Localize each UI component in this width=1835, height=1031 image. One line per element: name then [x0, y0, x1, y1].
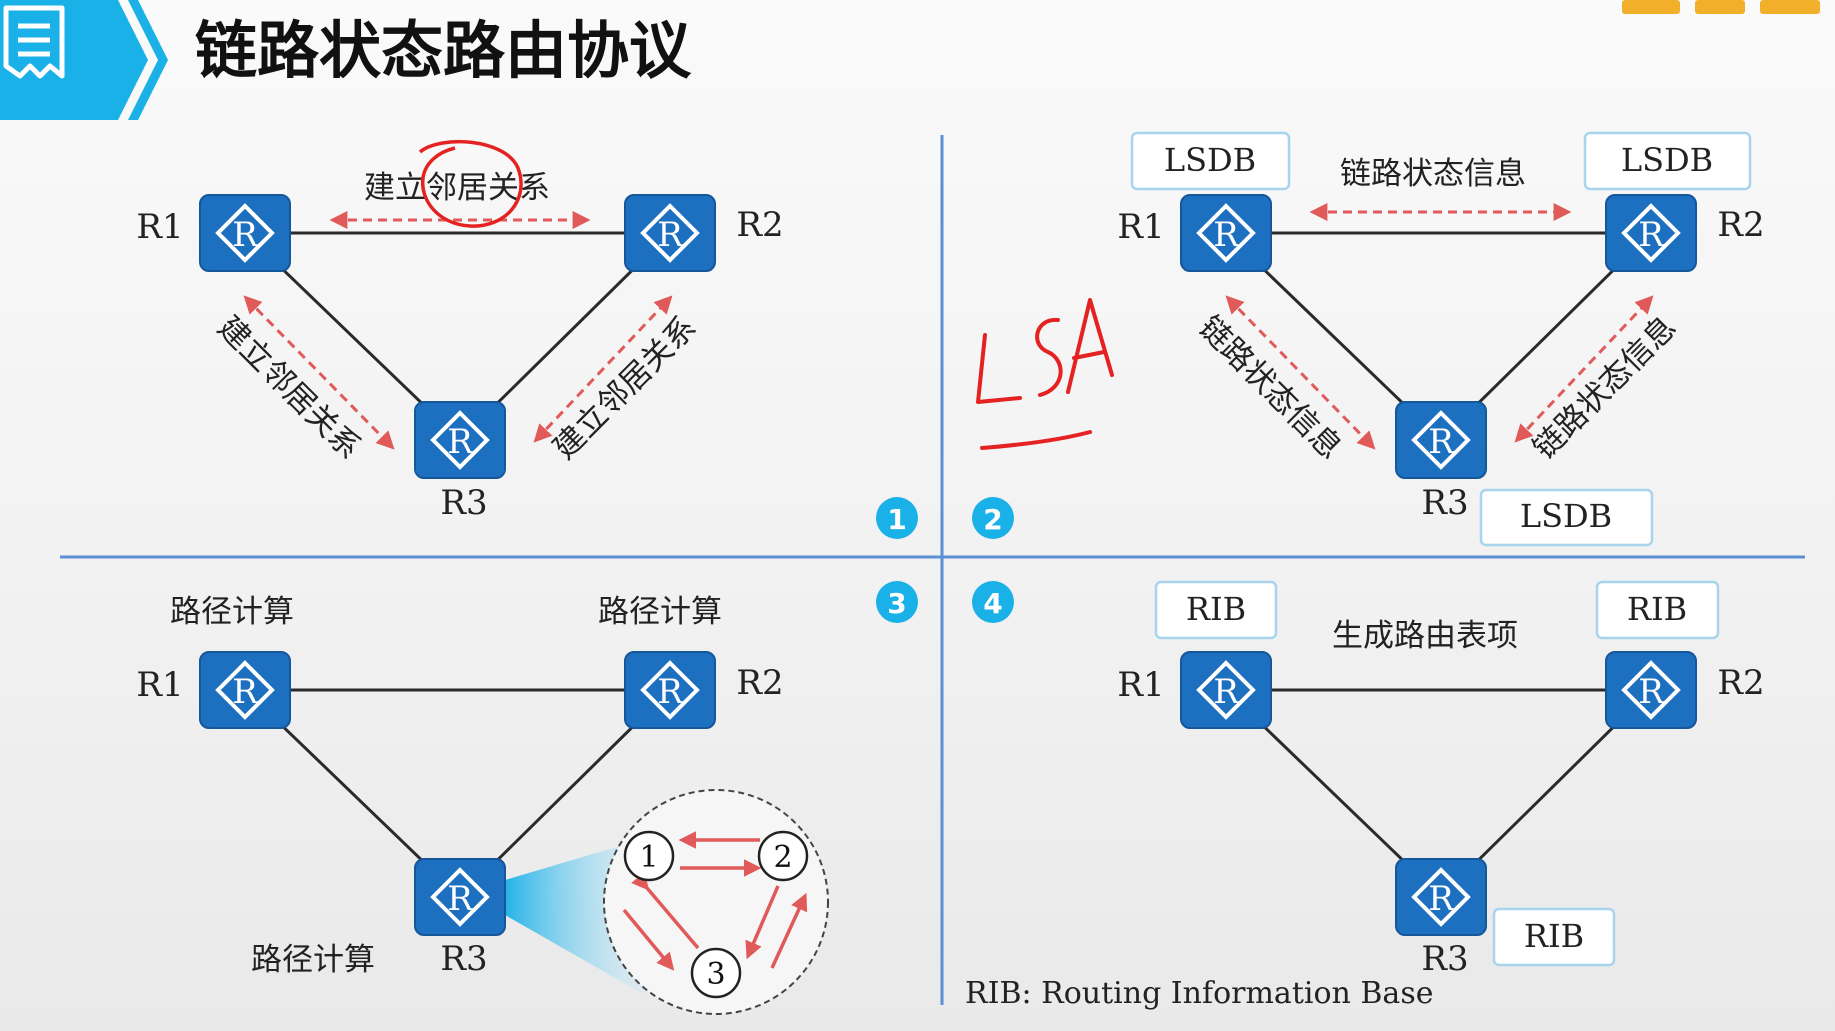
router-r1: R: [1179, 650, 1273, 730]
document-list-icon: [3, 5, 65, 79]
path-calc-label-r2: 路径计算: [598, 594, 722, 630]
lsa-arrow-r2-r3: [1514, 295, 1654, 443]
step-badge-3: 3: [876, 581, 918, 623]
svg-text:R: R: [1213, 672, 1240, 712]
link-state-info-left: 链路状态信息: [1192, 309, 1349, 466]
router-label-r2: R2: [1717, 205, 1764, 245]
path-calc-label-r1: 路径计算: [170, 594, 294, 630]
router-label-r1: R1: [136, 665, 183, 705]
svg-text:R: R: [1428, 422, 1455, 462]
svg-text:3: 3: [706, 957, 725, 992]
svg-text:R: R: [1428, 879, 1455, 919]
router-r3: R: [413, 400, 507, 480]
router-label-r2: R2: [736, 205, 783, 245]
header-banner: 链路状态路由协议: [0, 0, 692, 120]
svg-text:R: R: [232, 215, 259, 255]
handwritten-circle-annotation: [418, 139, 523, 228]
svg-text:RIB: RIB: [1186, 590, 1246, 628]
lsdb-box-r2: LSDB: [1583, 131, 1752, 191]
svg-text:R: R: [1638, 215, 1665, 255]
router-label-r3: R3: [440, 939, 487, 979]
handwritten-lsa-note: [976, 298, 1114, 450]
router-label-r1: R1: [1117, 207, 1164, 247]
router-label-r3: R3: [1421, 483, 1468, 523]
path-calc-label-r3: 路径计算: [251, 942, 375, 978]
svg-text:R: R: [447, 422, 474, 462]
spf-calculation-bubble: 1 2 3: [603, 789, 829, 1015]
svg-text:R: R: [232, 672, 259, 712]
panel-1-neighbor-establishment: 建立邻居关系 建立邻居关系 建立邻居关系 R R R R1 R2 R3: [136, 139, 784, 523]
router-r1: R: [1179, 193, 1273, 273]
rib-box-r2: RIB: [1595, 580, 1720, 640]
svg-text:LSDB: LSDB: [1164, 141, 1256, 179]
step-badge-2: 2: [972, 497, 1014, 539]
router-label-r1: R1: [1117, 665, 1164, 705]
rib-box-r1: RIB: [1154, 580, 1278, 640]
panel-3-path-computation: 1 2 3 路径计算 路径计算 路径计算 R R R R1 R2 R3: [136, 594, 829, 1015]
svg-text:LSDB: LSDB: [1520, 497, 1612, 535]
header-chevron: [128, 0, 168, 120]
svg-text:3: 3: [887, 587, 906, 620]
svg-text:RIB: RIB: [1524, 917, 1584, 955]
svg-text:R: R: [1213, 215, 1240, 255]
spf-node-3: 3: [690, 947, 742, 999]
svg-text:2: 2: [983, 503, 1002, 536]
router-r3: R: [413, 857, 507, 937]
generate-routes-label: 生成路由表项: [1332, 618, 1518, 654]
rib-footnote: RIB: Routing Information Base: [965, 976, 1433, 1011]
lsdb-box-r3: LSDB: [1479, 488, 1654, 547]
link-state-info-top: 链路状态信息: [1340, 156, 1526, 192]
spf-node-1: 1: [623, 830, 675, 882]
svg-text:R: R: [657, 672, 684, 712]
svg-text:4: 4: [983, 587, 1002, 620]
corner-logo-fragment: [1622, 0, 1820, 14]
panel-2-lsdb-synchronization: 链路状态信息 链路状态信息 链路状态信息 LSDB LSDB LSDB R R …: [976, 131, 1765, 547]
router-r3: R: [1394, 400, 1488, 480]
lsa-arrow-r1-r3: [1225, 295, 1376, 450]
router-r2: R: [623, 193, 717, 273]
router-label-r3: R3: [440, 483, 487, 523]
neighbor-arrow-r2-r3: [533, 295, 673, 443]
router-r1: R: [198, 193, 292, 273]
svg-text:LSDB: LSDB: [1621, 141, 1713, 179]
router-r3: R: [1394, 857, 1488, 937]
neighbor-label-left: 建立邻居关系: [211, 309, 368, 466]
svg-text:1: 1: [887, 503, 906, 536]
router-label-r3: R3: [1421, 939, 1468, 979]
router-r2: R: [623, 650, 717, 730]
router-r1: R: [198, 650, 292, 730]
router-label-r2: R2: [1717, 663, 1764, 703]
step-badge-4: 4: [972, 581, 1014, 623]
svg-text:1: 1: [639, 840, 658, 875]
router-label-r1: R1: [136, 207, 183, 247]
step-badge-1: 1: [876, 497, 918, 539]
page-title: 链路状态路由协议: [195, 14, 692, 87]
svg-text:RIB: RIB: [1627, 590, 1687, 628]
rib-box-r3: RIB: [1492, 907, 1616, 967]
svg-text:R: R: [447, 879, 474, 919]
svg-text:2: 2: [773, 840, 792, 875]
neighbor-arrow-r1-r3: [243, 295, 395, 450]
panel-4-rib-generation: 生成路由表项 RIB RIB RIB R R R R1 R2 R3 RIB: R…: [965, 580, 1765, 1011]
router-label-r2: R2: [736, 663, 783, 703]
router-r2: R: [1604, 650, 1698, 730]
svg-text:R: R: [1638, 672, 1665, 712]
svg-text:R: R: [657, 215, 684, 255]
spf-node-2: 2: [757, 830, 809, 882]
router-r2: R: [1604, 193, 1698, 273]
header-accent-shape: [0, 0, 148, 120]
lsdb-box-r1: LSDB: [1130, 131, 1291, 191]
